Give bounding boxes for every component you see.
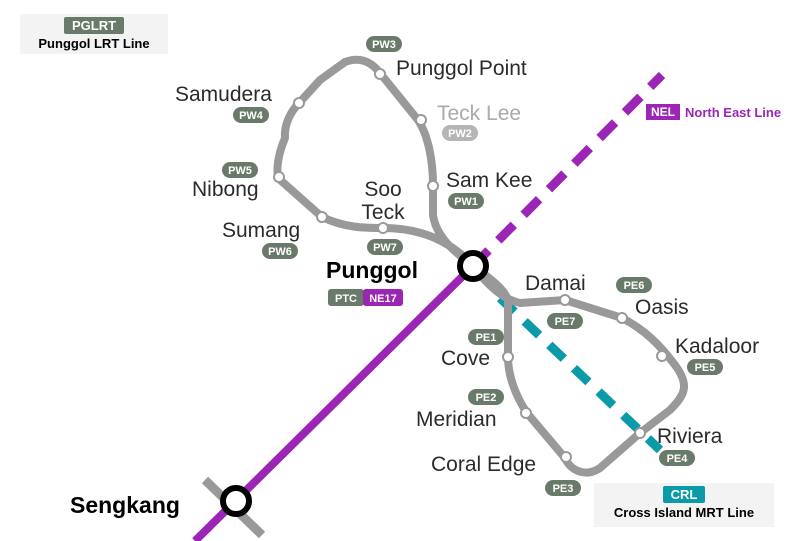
svg-text:PE1: PE1 [476, 332, 497, 344]
station-label-coral-edge: Coral Edge [431, 453, 536, 476]
station-label-sumang: Sumang [222, 219, 300, 242]
svg-text:PW3: PW3 [372, 39, 396, 51]
station-label-punggol: Punggol [326, 257, 418, 283]
station-dot-soo-teck[interactable] [377, 222, 389, 234]
code-pill-pw6: PW6 [262, 243, 298, 259]
station-dot-coral-edge[interactable] [560, 451, 572, 463]
station-dot-sumang[interactable] [316, 211, 328, 223]
pglrt-legend-code: PGLRT [63, 17, 125, 34]
nel-legend-code: NEL [646, 104, 680, 120]
code-pill-pe7: PE7 [547, 313, 583, 329]
svg-text:PE2: PE2 [476, 392, 497, 404]
station-label-sam-kee: Sam Kee [446, 169, 532, 192]
code-pill-pw1: PW1 [448, 193, 484, 209]
station-label-meridian: Meridian [416, 408, 497, 431]
station-label-damai: Damai [525, 272, 586, 295]
station-label-cove: Cove [441, 347, 490, 370]
nel-legend-name: North East Line [685, 104, 782, 120]
station-dot-nibong[interactable] [273, 171, 285, 183]
code-pill-pw3: PW3 [366, 36, 402, 52]
svg-text:PE4: PE4 [667, 453, 689, 465]
station-dot-oasis[interactable] [616, 312, 628, 324]
pglrt-legend-name: Punggol LRT Line [38, 36, 150, 51]
station-dot-meridian[interactable] [520, 407, 532, 419]
station-label-nibong: Nibong [192, 178, 259, 201]
code-pill-pe2: PE2 [468, 389, 504, 405]
svg-text:PE5: PE5 [695, 362, 716, 374]
interchange-ring-sengkang[interactable] [220, 485, 252, 517]
station-dot-damai[interactable] [559, 294, 571, 306]
station-label-kadaloor: Kadaloor [675, 335, 759, 358]
crl-legend-code: CRL [662, 486, 706, 503]
station-label-punggol-point: Punggol Point [396, 57, 527, 80]
svg-text:PW6: PW6 [268, 246, 292, 258]
svg-text:PE7: PE7 [555, 316, 576, 328]
station-dot-riviera[interactable] [634, 427, 646, 439]
west-loop-track [273, 55, 476, 270]
nel-track-dashed [469, 71, 666, 270]
interchange-ring-punggol[interactable] [457, 250, 489, 282]
crl-legend: CRL Cross Island MRT Line [594, 483, 774, 527]
station-label-samudera: Samudera [175, 83, 272, 106]
station-label-teck-lee: Teck Lee [437, 102, 521, 125]
svg-text:PTC: PTC [335, 293, 357, 305]
station-dot-sam-kee[interactable] [427, 180, 439, 192]
pglrt-legend: PGLRT Punggol LRT Line [20, 14, 168, 54]
code-pill-pw2: PW2 [442, 125, 478, 141]
station-dot-kadaloor[interactable] [656, 350, 668, 362]
station-label-riviera: Riviera [657, 425, 723, 448]
code-pill-pe1: PE1 [468, 329, 504, 345]
station-label-sengkang: Sengkang [70, 492, 180, 518]
svg-text:PE3: PE3 [553, 483, 574, 495]
code-pill-pe3: PE3 [545, 480, 581, 496]
code-pill-punggol: PTC NE17 [328, 289, 403, 306]
code-pill-pw5: PW5 [222, 162, 258, 178]
station-label-oasis: Oasis [635, 296, 689, 319]
code-pill-pe6: PE6 [616, 277, 652, 293]
svg-text:PW7: PW7 [373, 242, 397, 254]
code-pill-pe4: PE4 [659, 450, 695, 466]
station-dot-punggol-point[interactable] [374, 68, 386, 80]
code-pill-pw4: PW4 [233, 107, 269, 123]
svg-text:NE17: NE17 [369, 293, 397, 305]
svg-text:PW1: PW1 [454, 196, 478, 208]
svg-text:PW2: PW2 [448, 128, 472, 140]
svg-text:PE6: PE6 [624, 280, 645, 292]
station-dot-teck-lee[interactable] [415, 114, 427, 126]
code-pill-pe5: PE5 [687, 359, 723, 375]
crl-track-dashed [496, 294, 664, 454]
svg-text:PW4: PW4 [239, 110, 264, 122]
svg-text:PW5: PW5 [228, 165, 252, 177]
nel-legend: NEL North East Line [646, 103, 785, 121]
crl-legend-name: Cross Island MRT Line [613, 505, 755, 520]
station-dot-cove[interactable] [502, 351, 514, 363]
code-pill-pw7: PW7 [367, 239, 403, 255]
station-dot-samudera[interactable] [293, 97, 305, 109]
